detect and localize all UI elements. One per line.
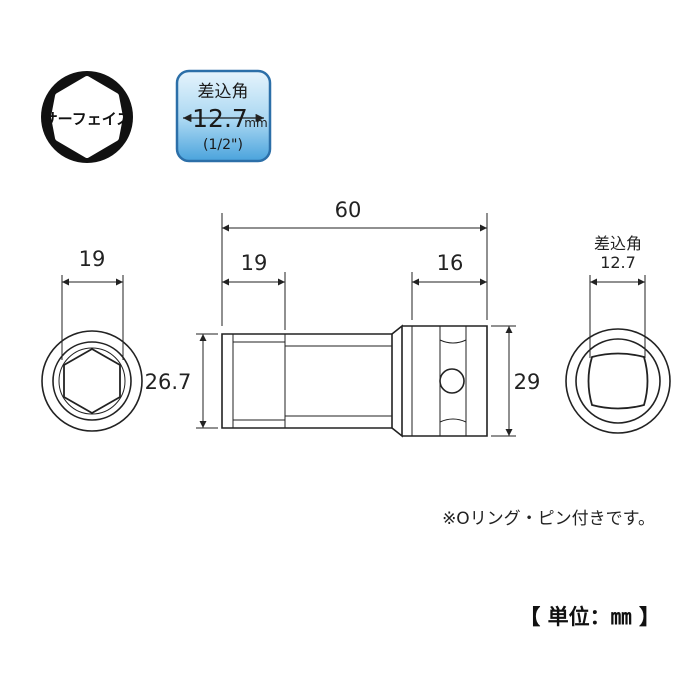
drive-badge-size: 12.7 bbox=[192, 104, 248, 133]
accessory-note: ※Oリング・ピン付きです。 bbox=[442, 509, 655, 529]
rear-view bbox=[565, 275, 671, 434]
surface-badge-label: サーフェイス bbox=[43, 110, 132, 128]
front-view bbox=[41, 275, 143, 432]
pin-hole bbox=[439, 368, 465, 394]
square-drive-opening bbox=[587, 352, 649, 410]
overall-length-label: 60 bbox=[335, 198, 362, 222]
side-view bbox=[196, 213, 516, 438]
front-hex-width-label: 19 bbox=[79, 247, 106, 271]
rear-drive-label: 差込角 bbox=[594, 234, 642, 253]
units-note: 【 単位：㎜ 】 bbox=[519, 605, 660, 629]
front-depth-label: 19 bbox=[241, 251, 268, 275]
surface-hex-icon bbox=[51, 76, 123, 158]
drive-badge-title: 差込角 bbox=[198, 82, 249, 102]
rear-diameter-label: 29 bbox=[514, 370, 541, 394]
rear-drive-size: 12.7 bbox=[600, 253, 636, 272]
drive-badge-unit: mm bbox=[244, 116, 267, 130]
drive-badge-inch: (1/2") bbox=[203, 137, 243, 153]
rear-length-label: 16 bbox=[437, 251, 464, 275]
front-diameter-label: 26.7 bbox=[145, 370, 192, 394]
hex-opening bbox=[63, 347, 121, 415]
drive-size-badge: 差込角 12.7 mm (1/2") bbox=[175, 69, 272, 163]
surface-badge: サーフェイス bbox=[41, 71, 133, 163]
